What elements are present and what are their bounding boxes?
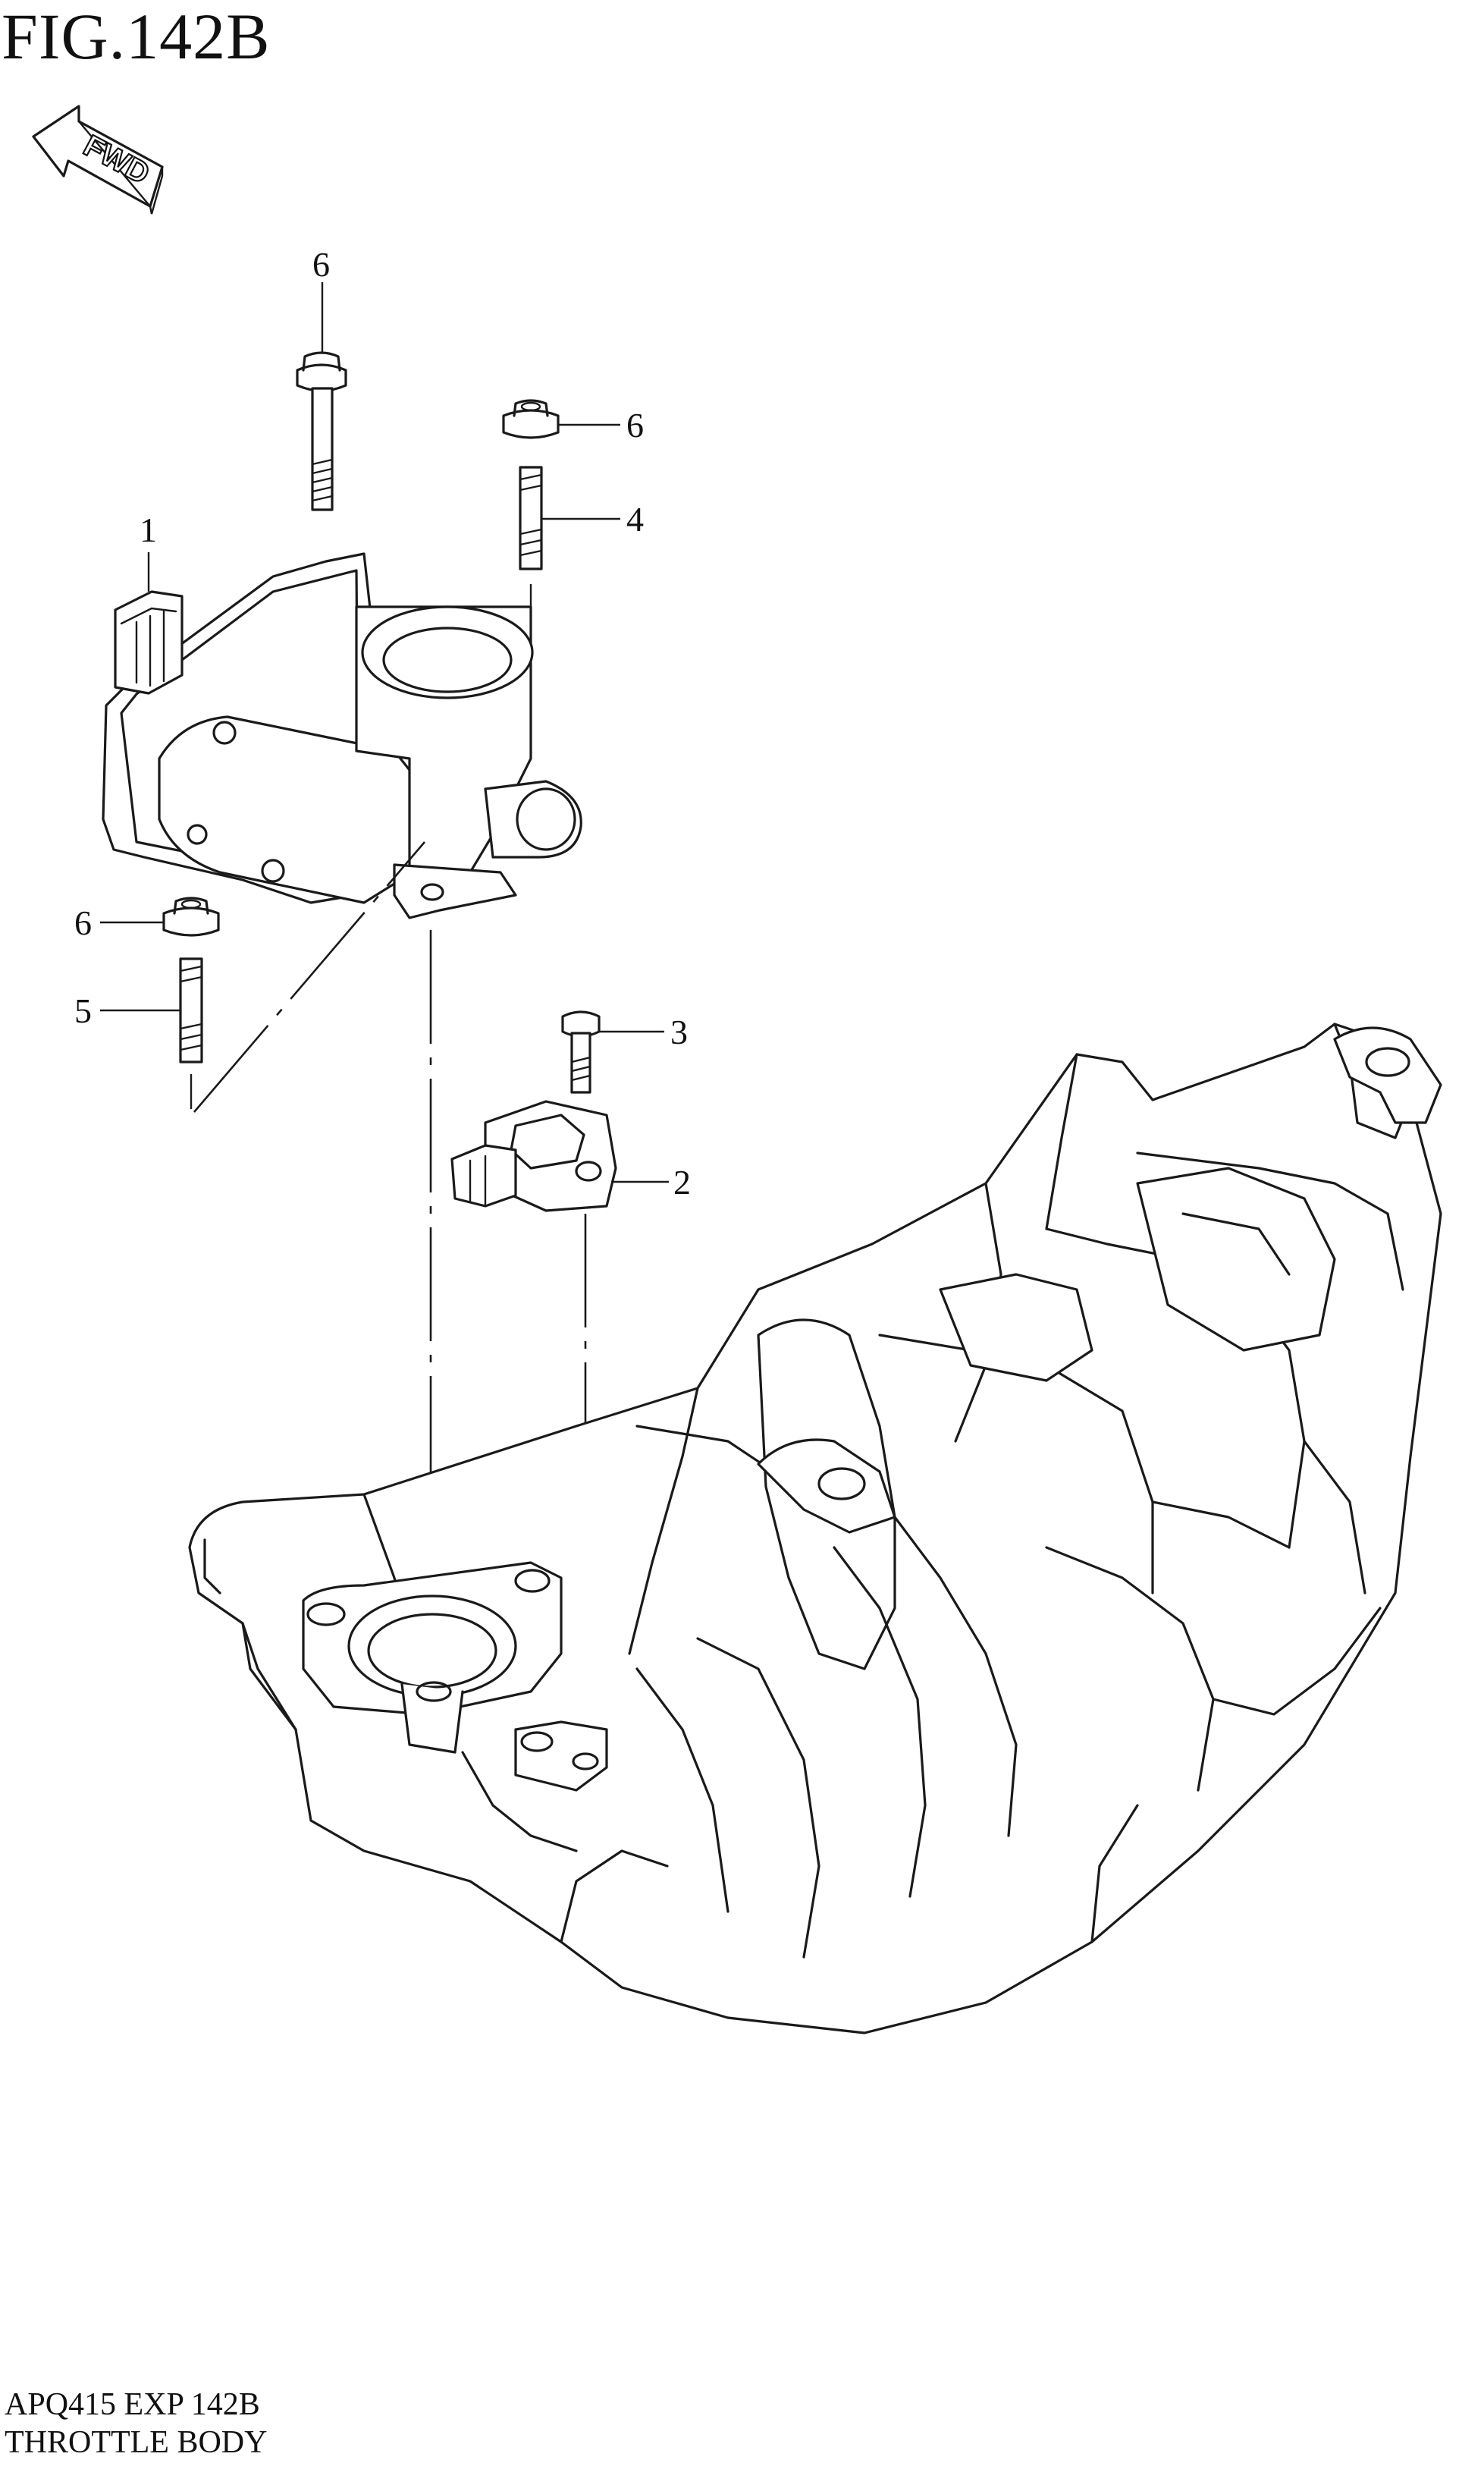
callout-6-upper: 6 (626, 406, 644, 445)
fwd-arrow-icon: FWD (32, 105, 164, 215)
throttle-body-part (102, 552, 582, 919)
nut-lower-part (100, 897, 220, 937)
callout-4-lower: 5 (74, 991, 92, 1030)
callout-4-upper: 4 (626, 500, 644, 539)
callout-2: 2 (673, 1163, 691, 1202)
callout-6-lower: 6 (74, 903, 92, 942)
callout-5: 6 (312, 245, 330, 284)
diagram-code: APQ415 EXP 142B (5, 2387, 260, 2422)
nut-upper-part (502, 399, 620, 439)
callout-1: 1 (140, 511, 157, 549)
stud-lower-part (100, 957, 203, 1109)
stud-upper-part (519, 466, 620, 619)
callout-3: 3 (670, 1013, 688, 1051)
diagram-name: THROTTLE BODY (5, 2425, 268, 2460)
intake-manifold (188, 1023, 1442, 2034)
sensor-part (450, 1100, 669, 1212)
sensor-screw-part (561, 1010, 664, 1094)
bolt-part (296, 282, 347, 511)
figure-title: FIG.142B (2, 0, 271, 73)
callout-labels: 6 6 4 1 6 5 3 2 (74, 245, 691, 1202)
